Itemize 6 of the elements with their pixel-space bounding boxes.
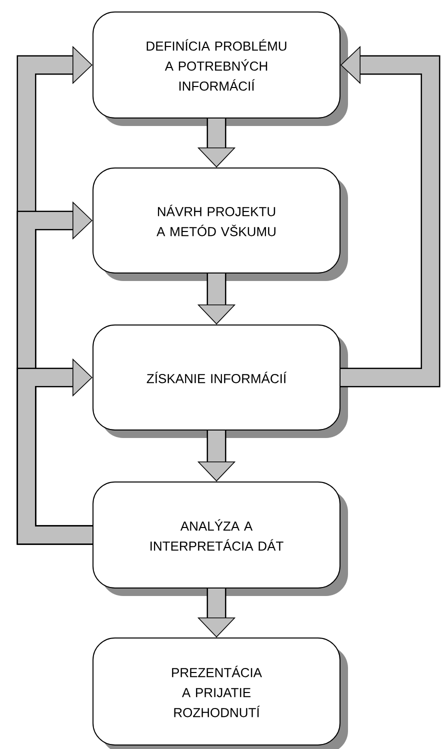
process-box: NÁVRH PROJEKTU A METÓD VŠKUMU [92,168,348,281]
process-box: ZÍSKANIE INFORMÁCIÍ [92,324,348,438]
process-box: DEFINÍCIA PROBLÉMU A POTREBNÝCH INFORMÁCIÍ [92,12,348,126]
block-arrow [16,358,92,545]
process-box: ANALÝZA A INTERPRETÁCIA DÁT [92,482,348,596]
process-box: PREZENTÁCIA A PRIJATIE ROZHODNUTÍ [92,638,348,749]
